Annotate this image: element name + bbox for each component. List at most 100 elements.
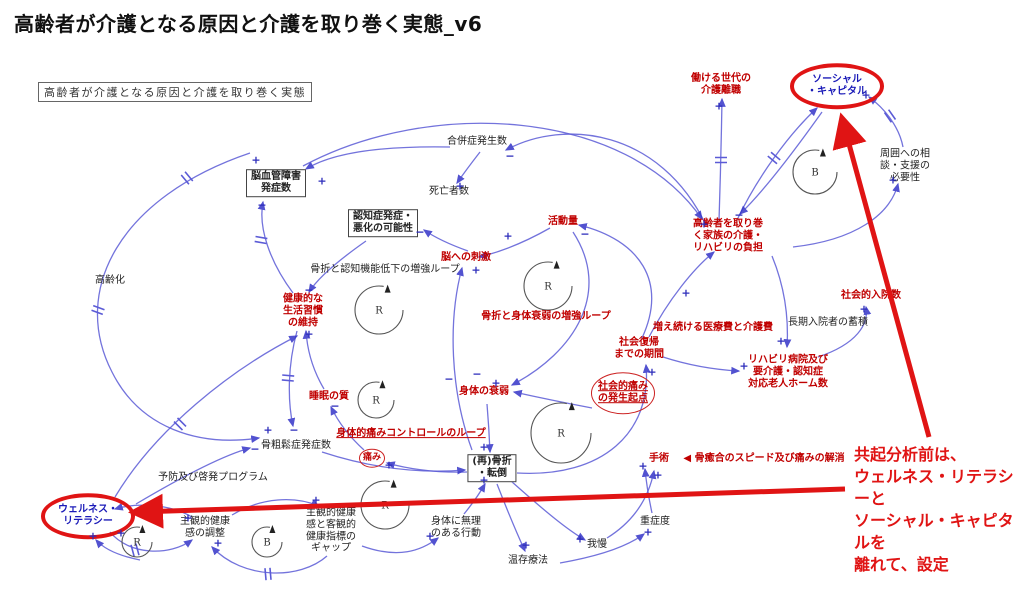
causal-links (95, 96, 904, 574)
node-surgery: 手術 (649, 453, 669, 465)
node-deaths: 死亡者数 (429, 186, 469, 198)
polarity-sign: + (859, 302, 869, 316)
loop-letter-r: R (372, 396, 380, 407)
polarity-sign: + (384, 458, 394, 472)
polarity-sign: + (471, 263, 481, 277)
polarity-sign: + (681, 286, 691, 300)
node-return-period: 社会復帰までの期間 (614, 337, 664, 360)
polarity-sign: + (491, 376, 501, 390)
red-arrow-to-social-capital (832, 112, 932, 438)
polarity-sign: − (415, 225, 425, 239)
polarity-sign: − (289, 423, 299, 437)
loop-letter-r: R (557, 429, 565, 440)
loop-letter-r: R (381, 501, 389, 512)
node-wellness-literacy: ウェルネス・リテラシー (41, 493, 135, 539)
polarity-sign: − (257, 198, 267, 212)
loop-arrowhead (139, 525, 146, 534)
node-subjective-adjust: 主観的健康感の調整 (180, 516, 230, 539)
loop-arc-b (792, 149, 838, 195)
delay-marks (91, 109, 897, 581)
node-loop-label-weakening: 骨折と身体衰弱の増強ループ (481, 311, 611, 323)
node-complications: 合併症発生数 (447, 136, 507, 148)
loop-arc-r (121, 526, 153, 558)
node-activity-level: 活動量 (548, 216, 578, 228)
polarity-sign: − (580, 227, 590, 241)
node-healthy-habits: 健康的な生活習慣の維持 (283, 293, 323, 328)
node-endurance: 我慢 (587, 539, 607, 551)
polarity-sign: + (183, 511, 193, 525)
loop-arc-r (530, 402, 592, 464)
node-loop-label-cognitive: 骨折と認知機能低下の増強ループ (310, 264, 460, 276)
node-brain-stimulus: 脳への刺激 (441, 252, 491, 264)
polarity-sign: + (88, 529, 98, 543)
node-caregiver-job-loss: 働ける世代の介護離職 (691, 73, 751, 96)
node-family-care-burden: 高齢者を取り巻く家族の介護・リハビリの負担 (693, 218, 763, 253)
polarity-sign: − (304, 283, 314, 297)
node-health-gap: 主観的健康感と客観的健康指標のギャップ (306, 507, 356, 554)
loop-arrowhead (568, 402, 575, 411)
node-social-pain-origin: 社会的痛みの発生起点 (591, 372, 655, 414)
diagram-subtitle-box: 高齢者が介護となる原因と介護を取り巻く実態 (38, 82, 313, 102)
loop-arrowhead (390, 479, 397, 488)
polarity-sign: + (575, 532, 585, 546)
polarity-sign: + (479, 473, 489, 487)
polarity-sign: − (330, 399, 340, 413)
polarity-sign: − (505, 149, 515, 163)
loop-arrowhead (553, 260, 560, 269)
polarity-sign: + (714, 99, 724, 113)
node-overdo-action: 身体に無理のある行動 (431, 516, 481, 539)
loop-arc-b (251, 526, 283, 558)
polarity-sign: + (653, 468, 663, 482)
node-conservative-therapy: 温存療法 (508, 555, 548, 567)
feedback-loop-symbols: B R R R R R R B (121, 148, 838, 558)
loop-letter-b: B (263, 538, 270, 549)
node-physical-weakening: 身体の衰弱 (459, 386, 509, 398)
node-prevention-program: 予防及び啓発プログラム (158, 472, 268, 484)
polarity-sign: + (638, 459, 648, 473)
page-title: 高齢者が介護となる原因と介護を取り巻く実態_v6 (14, 12, 483, 36)
node-dementia-risk: 認知症発症・悪化の可能性 (348, 209, 418, 237)
polarity-sign: + (251, 153, 261, 167)
polarity-sign: + (699, 217, 709, 231)
loop-arrowhead (269, 525, 276, 534)
node-aging: 高齢化 (95, 275, 125, 287)
polarity-sign: − (734, 208, 744, 222)
node-consult-support-need: 周囲への相談・支援の必要性 (880, 148, 930, 183)
polarity-sign: + (861, 88, 871, 102)
polarity-sign: + (263, 423, 273, 437)
loop-letter-r: R (133, 538, 141, 549)
node-rising-costs: 増え続ける医療費と介護費 (653, 322, 773, 334)
node-pain: 痛み (358, 448, 386, 468)
node-bone-union: ◀ 骨癒合のスピード及び痛みの解消 (683, 453, 845, 465)
polarity-sign: − (444, 372, 454, 386)
polarity-sign: − (472, 367, 482, 381)
polarity-sign: + (739, 359, 749, 373)
node-refracture-fall: (再)骨折・転倒 (467, 454, 517, 482)
polarity-sign: + (521, 538, 531, 552)
node-social-capital: ソーシャル・キャピタル (790, 63, 884, 109)
polarity-sign: + (888, 173, 898, 187)
polarity-sign: + (213, 536, 223, 550)
loop-arc-r (354, 285, 404, 335)
node-loop-label-pain-control: 身体的痛みコントロールのループ (336, 428, 486, 440)
polarity-sign: + (304, 327, 314, 341)
loop-arc-r (523, 261, 573, 311)
node-stroke-onset: 脳血管障害発症数 (246, 169, 306, 197)
polarity-sign: − (250, 442, 260, 456)
polarity-sign: + (643, 525, 653, 539)
loop-arc-r (357, 381, 395, 419)
annotation-note: 共起分析前は、 ウェルネス・リテラシーと ソーシャル・キャピタルを 離れて、設定 (854, 445, 1014, 575)
polarity-sign: + (116, 526, 126, 540)
node-rehab-facilities: リハビリ病院及び要介護・認知症対応老人ホーム数 (748, 354, 828, 389)
loop-letter-r: R (375, 306, 383, 317)
polarity-sign: + (311, 493, 321, 507)
polarity-sign: + (776, 334, 786, 348)
polarity-sign: + (479, 440, 489, 454)
polarity-sign: + (647, 365, 657, 379)
node-social-hospitalization: 社会的入院数 (841, 290, 901, 302)
loop-letter-b: B (811, 168, 818, 179)
node-severity: 重症度 (640, 516, 670, 528)
node-longterm-inpatients: 長期入院者の蓄積 (788, 317, 868, 329)
loop-letter-r: R (544, 282, 552, 293)
